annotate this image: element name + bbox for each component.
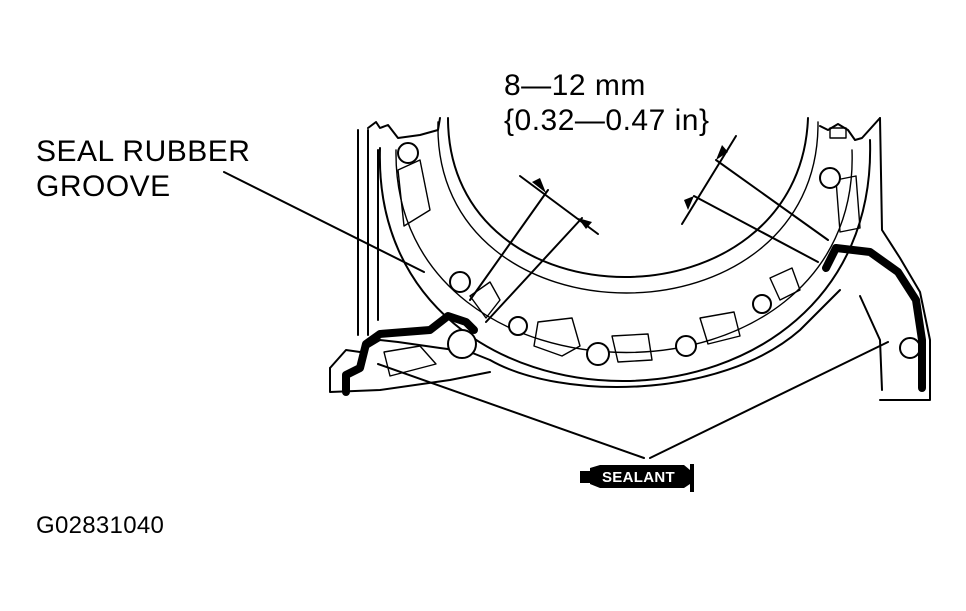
bolt-holes (397, 142, 921, 366)
housing-outline (329, 117, 931, 401)
dimension-right (681, 135, 829, 263)
dimension-label: 8—12 mm {0.32—0.47 in} (504, 68, 710, 139)
seal-groove-leader (223, 171, 425, 273)
seal-label-line-1: SEAL RUBBER (36, 135, 251, 168)
seal-label-line-2: GROOVE (36, 170, 171, 204)
figure-code: G02831040 (36, 512, 165, 539)
sealant-leaders (377, 341, 889, 459)
dimension-mm: 8—12 mm (504, 69, 646, 102)
sealant-tube-label: SEALANT (602, 469, 675, 486)
seal-rubber-groove-label: SEAL RUBBER GROOVE (36, 134, 250, 205)
sealant-bead (342, 244, 926, 396)
dimension-in: {0.32—0.47 in} (504, 104, 710, 138)
sealant-tube: SEALANT (580, 464, 694, 492)
dimension-left (469, 175, 599, 323)
